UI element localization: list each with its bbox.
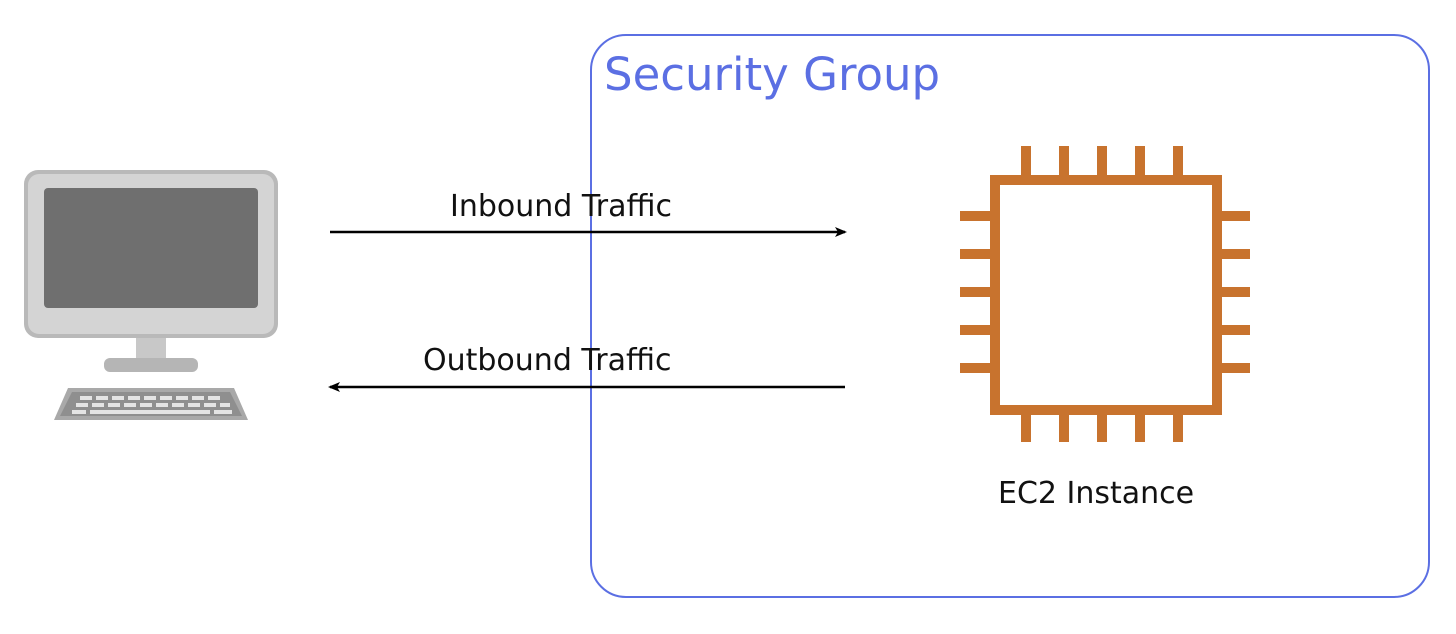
security-group-title: Security Group xyxy=(604,48,941,101)
ec2-instance-label: EC2 Instance xyxy=(998,476,1195,511)
inbound-traffic-label: Inbound Traffic xyxy=(450,189,672,224)
outbound-traffic-label: Outbound Traffic xyxy=(423,343,672,378)
security-group-boundary xyxy=(590,34,1430,598)
desktop-computer-icon xyxy=(24,170,278,420)
ec2-chip-icon xyxy=(960,146,1250,442)
